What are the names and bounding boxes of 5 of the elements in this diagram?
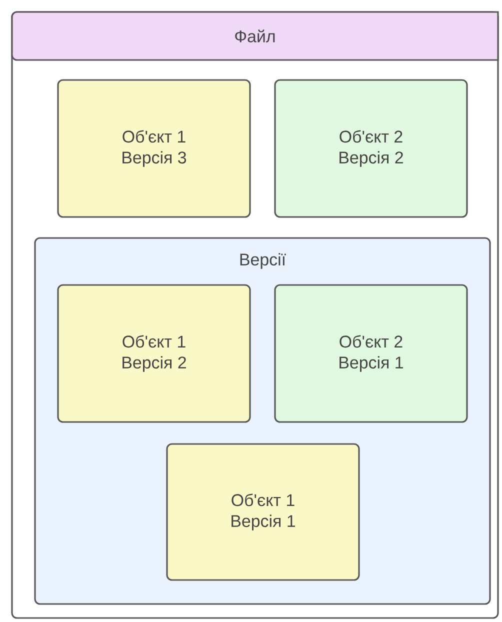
object-box: Об'єкт 2 Версія 1 (274, 284, 468, 423)
object-box: Об'єкт 1 Версія 3 (57, 79, 251, 218)
object-box: Об'єкт 2 Версія 2 (274, 79, 468, 218)
object-box: Об'єкт 1 Версія 1 (166, 443, 360, 581)
object-box: Об'єкт 1 Версія 2 (57, 284, 251, 423)
